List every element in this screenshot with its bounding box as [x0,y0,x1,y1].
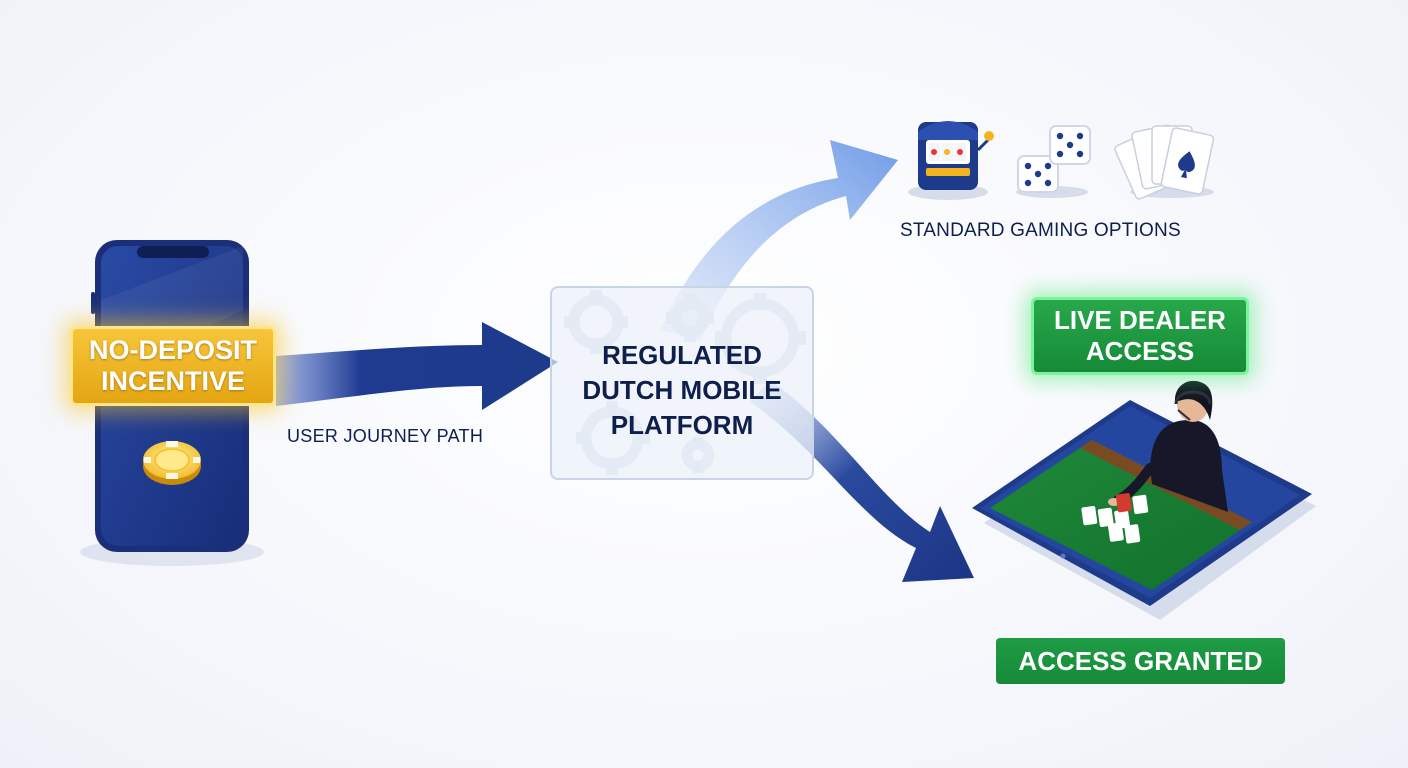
incentive-line-2: INCENTIVE [100,366,246,396]
platform-line-3: PLATFORM [610,410,754,440]
playing-cards-icon [1114,124,1215,200]
incentive-line-1: NO-DEPOSIT [88,335,257,365]
live-dealer-access-badge: LIVE DEALER ACCESS [1031,297,1249,375]
regulated-platform-box [550,286,814,480]
user-journey-path-label: USER JOURNEY PATH [287,426,484,446]
live-line-1: LIVE DEALER [1054,305,1226,335]
regulated-platform-label: REGULATED DUTCH MOBILE PLATFORM [550,338,814,443]
live-dealer-tablet-icon [972,380,1316,620]
access-granted-badge: ACCESS GRANTED [996,638,1285,684]
casino-chip-icon [143,441,201,485]
dice-icon [1016,125,1091,198]
arrow-user-journey-path [276,322,558,410]
live-line-2: ACCESS [1085,336,1195,366]
no-deposit-incentive-badge: NO-DEPOSIT INCENTIVE [70,326,276,406]
slot-machine-icon [908,121,994,200]
platform-line-1: REGULATED [602,340,762,370]
standard-gaming-options-label: STANDARD GAMING OPTIONS [900,220,1181,241]
platform-line-2: DUTCH MOBILE [582,375,782,405]
